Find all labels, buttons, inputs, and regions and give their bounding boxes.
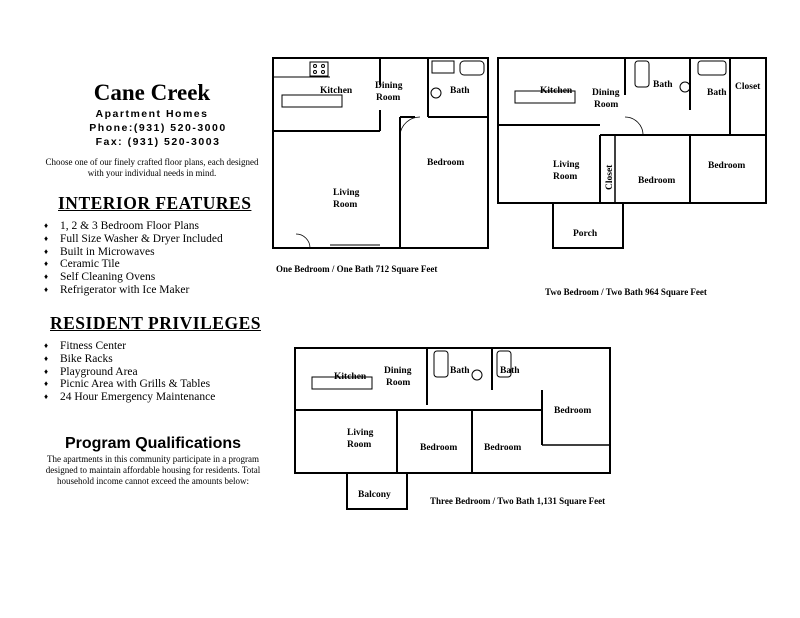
property-subtitle: Apartment Homes (95, 108, 209, 120)
room-label: Porch (573, 229, 598, 239)
room-label: Bedroom (638, 176, 675, 186)
list-item: 1, 2 & 3 Bedroom Floor Plans (44, 220, 223, 233)
room-label: Room (347, 440, 371, 450)
interior-features-heading: INTERIOR FEATURES (58, 193, 252, 213)
two-bedroom-caption: Two Bedroom / Two Bath 964 Square Feet (545, 287, 707, 297)
room-label: Living (553, 160, 580, 170)
list-item: Fitness Center (44, 340, 215, 353)
floor-plan-three-bedroom: Kitchen Dining Room Bath Bath Bedroom Li… (294, 347, 611, 510)
room-label: Bath (450, 366, 470, 376)
list-item: Self Cleaning Ovens (44, 271, 223, 284)
room-label: Bedroom (484, 443, 521, 453)
room-label: Room (376, 93, 400, 103)
list-item: Bike Racks (44, 353, 215, 366)
room-label: Room (333, 200, 357, 210)
list-item: Picnic Area with Grills & Tables (44, 378, 215, 391)
room-label: Bedroom (420, 443, 457, 453)
room-label: Kitchen (320, 86, 353, 96)
room-label: Bath (707, 88, 727, 98)
floor-plan-two-bedroom: Kitchen Dining Room Bath Bath Closet Liv… (497, 57, 767, 249)
one-bedroom-caption: One Bedroom / One Bath 712 Square Feet (276, 264, 438, 274)
fax-number: Fax: (931) 520-3003 (95, 136, 221, 148)
list-item: Ceramic Tile (44, 258, 223, 271)
room-label: Kitchen (540, 86, 573, 96)
list-item: Full Size Washer & Dryer Included (44, 233, 223, 246)
resident-privileges-list: Fitness Center Bike Racks Playground Are… (44, 340, 215, 404)
intro-text: Choose one of our finely crafted floor p… (45, 157, 259, 178)
room-label: Room (594, 100, 618, 110)
room-label: Room (553, 172, 577, 182)
room-label: Room (386, 378, 410, 388)
room-label: Bath (450, 86, 470, 96)
program-qualifications-heading: Program Qualifications (64, 435, 242, 452)
room-label: Bedroom (708, 161, 745, 171)
room-label: Bath (653, 80, 673, 90)
room-label: Dining (592, 88, 620, 98)
list-item: Refrigerator with Ice Maker (44, 284, 223, 297)
room-label: Bath (500, 366, 520, 376)
floor-plan-one-bedroom: Kitchen Dining Room Bath Bedroom Living … (272, 57, 489, 249)
program-qualifications-text: The apartments in this community partici… (45, 454, 261, 486)
room-label: Dining (384, 366, 412, 376)
room-label: Living (333, 188, 360, 198)
list-item: Built in Microwaves (44, 246, 223, 259)
phone-number: Phone:(931) 520-3000 (89, 122, 227, 134)
room-label: Bedroom (554, 406, 591, 416)
room-label: Closet (735, 82, 761, 92)
three-bedroom-caption: Three Bedroom / Two Bath 1,131 Square Fe… (430, 496, 606, 506)
list-item: Playground Area (44, 366, 215, 379)
room-label: Living (347, 428, 374, 438)
resident-privileges-heading: RESIDENT PRIVILEGES (50, 313, 261, 333)
property-title: Cane Creek (93, 80, 211, 105)
room-label: Bedroom (427, 158, 464, 168)
room-label: Balcony (358, 490, 391, 500)
room-label: Dining (375, 81, 403, 91)
list-item: 24 Hour Emergency Maintenance (44, 391, 215, 404)
room-label: Kitchen (334, 372, 367, 382)
interior-features-list: 1, 2 & 3 Bedroom Floor Plans Full Size W… (44, 220, 223, 297)
contact-block: Phone:(931) 520-3000 Fax: (931) 520-3003 (52, 121, 264, 149)
room-label: Closet (605, 164, 615, 190)
